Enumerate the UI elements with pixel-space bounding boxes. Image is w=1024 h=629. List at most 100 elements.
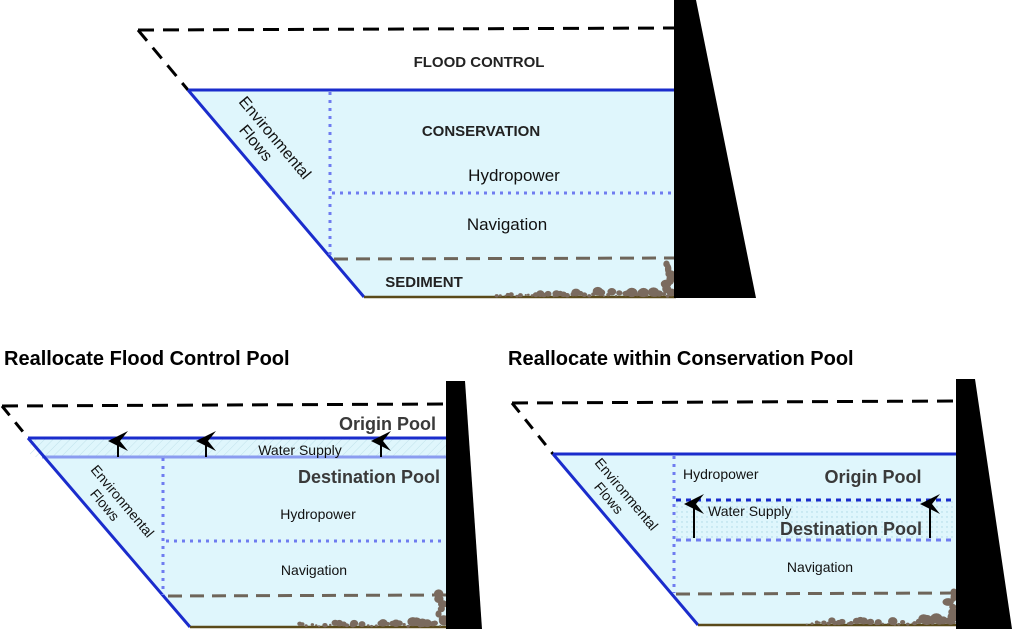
- sediment-rock: [920, 614, 933, 626]
- sediment-rocks: [805, 588, 959, 626]
- sediment-rock: [645, 294, 649, 297]
- sediment-rock: [304, 624, 308, 627]
- left-reservoir-diagram: Reallocate Flood Control Pool Origin Poo…: [0, 348, 482, 629]
- sediment-rock: [422, 619, 432, 628]
- origin-pool-label: Origin Pool: [339, 414, 436, 434]
- dam: [674, 0, 756, 298]
- sediment-rock: [358, 621, 366, 628]
- sediment-rock: [866, 618, 875, 626]
- sediment-rock: [431, 620, 438, 626]
- flood-control-left-bank: [0, 405, 30, 439]
- sediment-line: [167, 593, 449, 598]
- sediment-rocks: [297, 589, 450, 628]
- water-supply-label: Water Supply: [708, 503, 792, 519]
- hydropower-label: Hydropower: [280, 506, 356, 522]
- sediment-rock: [949, 603, 957, 611]
- sediment-rock: [498, 294, 502, 297]
- sediment-rock: [838, 618, 846, 625]
- sediment-rock: [881, 622, 884, 625]
- navigation-label: Navigation: [787, 559, 853, 575]
- sediment-rock: [300, 622, 305, 626]
- sediment-rock: [814, 620, 819, 625]
- sediment-rock: [402, 623, 406, 626]
- water-supply-band: [30, 438, 448, 457]
- sediment-rock: [848, 621, 854, 626]
- origin-pool-label: Origin Pool: [825, 467, 922, 487]
- sediment-rock: [948, 608, 959, 616]
- sediment-line: [675, 591, 959, 596]
- sediment-rock: [805, 623, 808, 626]
- sediment-rock: [314, 624, 318, 627]
- sediment-rock: [374, 624, 378, 627]
- right-reservoir-diagram: Reallocate within Conservation Pool Hydr…: [508, 348, 1012, 629]
- sediment-rock: [817, 621, 821, 624]
- right-diagram-title: Reallocate within Conservation Pool: [508, 348, 854, 370]
- sediment-rock: [544, 290, 552, 297]
- sediment-rock: [897, 622, 901, 626]
- flood-control-top-line: [137, 26, 677, 32]
- sediment-rock: [494, 294, 499, 298]
- sediment-rock: [527, 293, 530, 296]
- sediment-rock: [587, 294, 592, 298]
- destination-pool-label: Destination Pool: [780, 519, 922, 539]
- flood-control-left-bank: [136, 29, 190, 91]
- sediment-rock: [350, 619, 359, 627]
- sediment-rock: [663, 260, 670, 268]
- sediment-rock: [324, 624, 328, 627]
- sediment-rock: [900, 619, 906, 625]
- water-body: [28, 438, 448, 627]
- sediment-label: SEDIMENT: [385, 274, 463, 291]
- sediment-rock: [581, 292, 588, 298]
- navigation-label: Navigation: [467, 215, 547, 234]
- sediment-rock: [328, 623, 332, 626]
- left-bank-line: [551, 453, 700, 626]
- navigation-label: Navigation: [281, 562, 347, 578]
- sediment-rock: [317, 625, 321, 628]
- conservation-label: CONSERVATION: [422, 123, 540, 140]
- sediment-rock: [370, 624, 373, 628]
- sediment-rock: [505, 292, 510, 297]
- sediment-rock: [378, 619, 388, 627]
- sediment-rock: [874, 619, 882, 626]
- sediment-rock: [942, 598, 954, 606]
- sediment-rock: [515, 294, 519, 298]
- flood-control-label: FLOOD CONTROL: [414, 54, 545, 71]
- sediment-rock: [406, 624, 410, 628]
- flood-control-left-bank: [510, 402, 555, 455]
- flood-control-top-line: [1, 402, 447, 408]
- sediment-rock: [821, 620, 827, 626]
- sediment-rock: [508, 292, 514, 297]
- sediment-rock: [607, 287, 617, 296]
- sediment-rock: [518, 293, 523, 298]
- sediment-rock: [626, 287, 638, 298]
- hydropower-label: Hydropower: [683, 466, 759, 482]
- sediment-rock: [433, 589, 444, 599]
- water-supply-label: Water Supply: [258, 442, 342, 458]
- sediment-rock: [950, 588, 958, 596]
- sediment-rock: [616, 290, 623, 296]
- destination-pool-label: Destination Pool: [298, 467, 440, 487]
- sediment-rock: [366, 624, 370, 627]
- sediment-rock: [912, 621, 918, 626]
- sediment-rock: [810, 622, 814, 625]
- hydropower-label: Hydropower: [468, 166, 560, 185]
- sediment-rock: [905, 622, 910, 626]
- left-diagram-title: Reallocate Flood Control Pool: [4, 348, 290, 370]
- left-bank-line: [26, 437, 192, 628]
- water-supply-band: [675, 500, 958, 540]
- sediment-rock: [396, 620, 403, 626]
- flood-control-top-line: [511, 399, 959, 405]
- sediment-rocks: [494, 260, 676, 298]
- sediment-rock: [524, 293, 527, 296]
- top-reservoir-diagram: FLOOD CONTROL CONSERVATION Hydropower Na…: [136, 0, 756, 299]
- sediment-line: [333, 256, 677, 261]
- sediment-rock: [385, 621, 390, 626]
- sediment-rock: [893, 623, 897, 626]
- sediment-rock: [887, 622, 890, 625]
- dam: [956, 379, 1012, 629]
- sediment-rock: [602, 295, 606, 298]
- sediment-rock: [435, 610, 442, 618]
- sediment-rock: [439, 624, 442, 627]
- sediment-rock: [655, 290, 663, 297]
